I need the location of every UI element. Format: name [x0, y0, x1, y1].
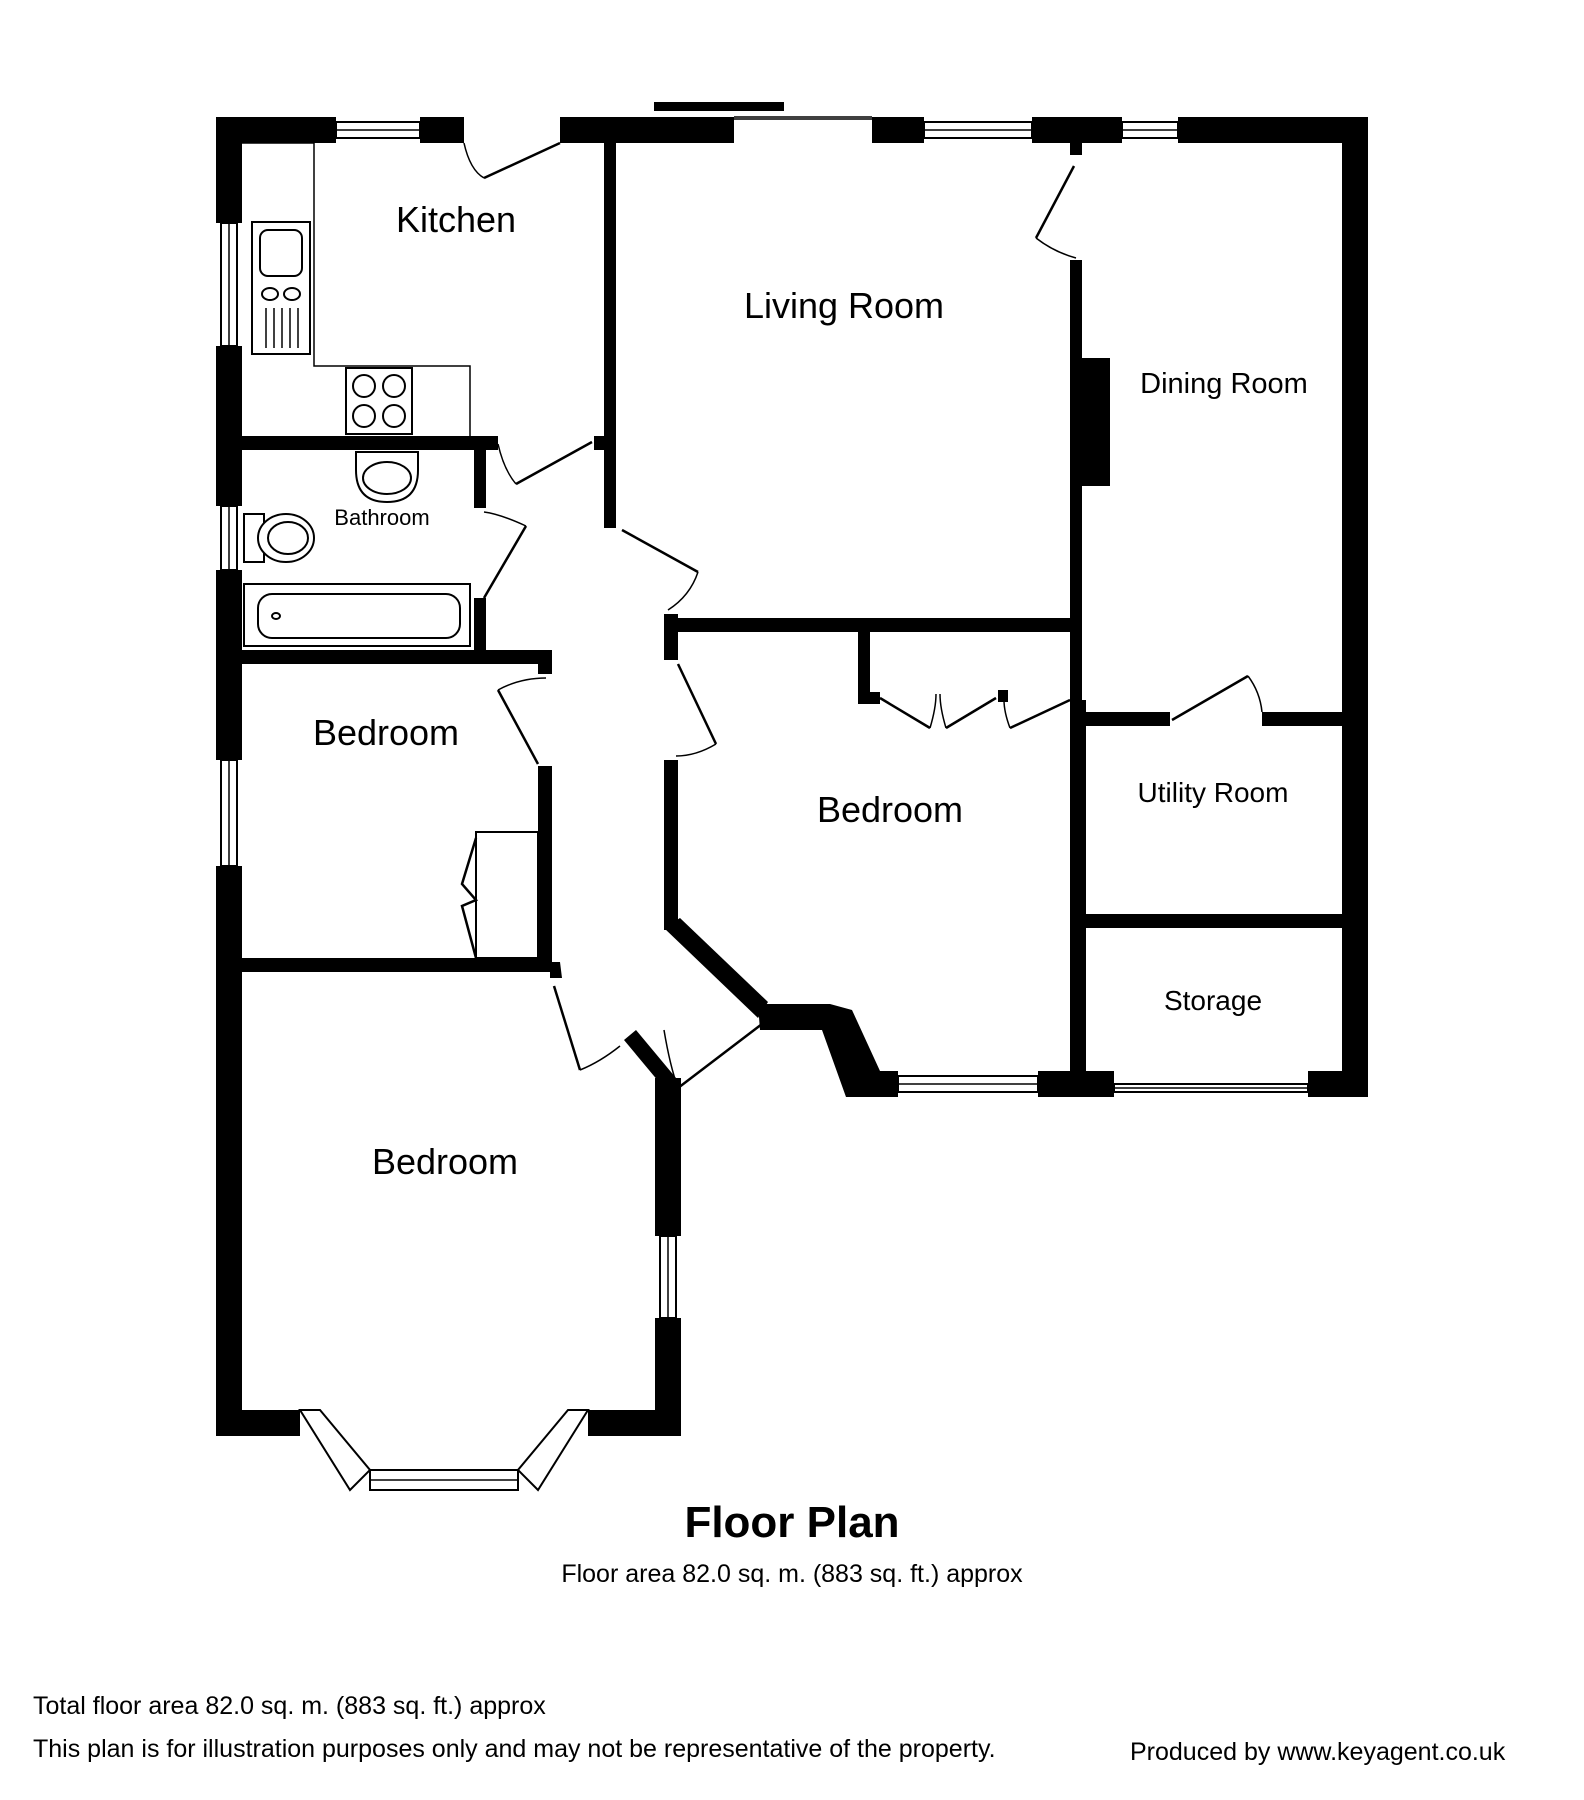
utility-room-label: Utility Room [1138, 777, 1289, 808]
bedroom-label-bottom: Bedroom [372, 1141, 518, 1182]
plan-floor-area: Floor area 82.0 sq. m. (883 sq. ft.) app… [561, 1560, 1023, 1588]
room-labels: Kitchen Living Room Dining Room Bathroom… [313, 199, 1308, 1182]
dining-room-label: Dining Room [1140, 368, 1308, 400]
bathroom-label: Bathroom [334, 505, 429, 530]
bathroom-fixtures [243, 451, 471, 647]
kitchen-label: Kitchen [396, 199, 516, 240]
producer-credit: Produced by www.keyagent.co.uk [1130, 1738, 1506, 1766]
bedroom-label-left: Bedroom [313, 712, 459, 753]
windows [220, 116, 1309, 1492]
living-room-label: Living Room [744, 285, 944, 326]
storage-label: Storage [1164, 985, 1262, 1016]
bedroom-label-center: Bedroom [817, 789, 963, 830]
doors [460, 141, 1263, 1089]
interior-walls [242, 143, 1342, 1090]
kitchen-fixtures [242, 142, 471, 436]
total-floor-area: Total floor area 82.0 sq. m. (883 sq. ft… [33, 1692, 546, 1720]
disclaimer-text: This plan is for illustration purposes o… [33, 1735, 996, 1763]
plan-title: Floor Plan [684, 1498, 900, 1547]
